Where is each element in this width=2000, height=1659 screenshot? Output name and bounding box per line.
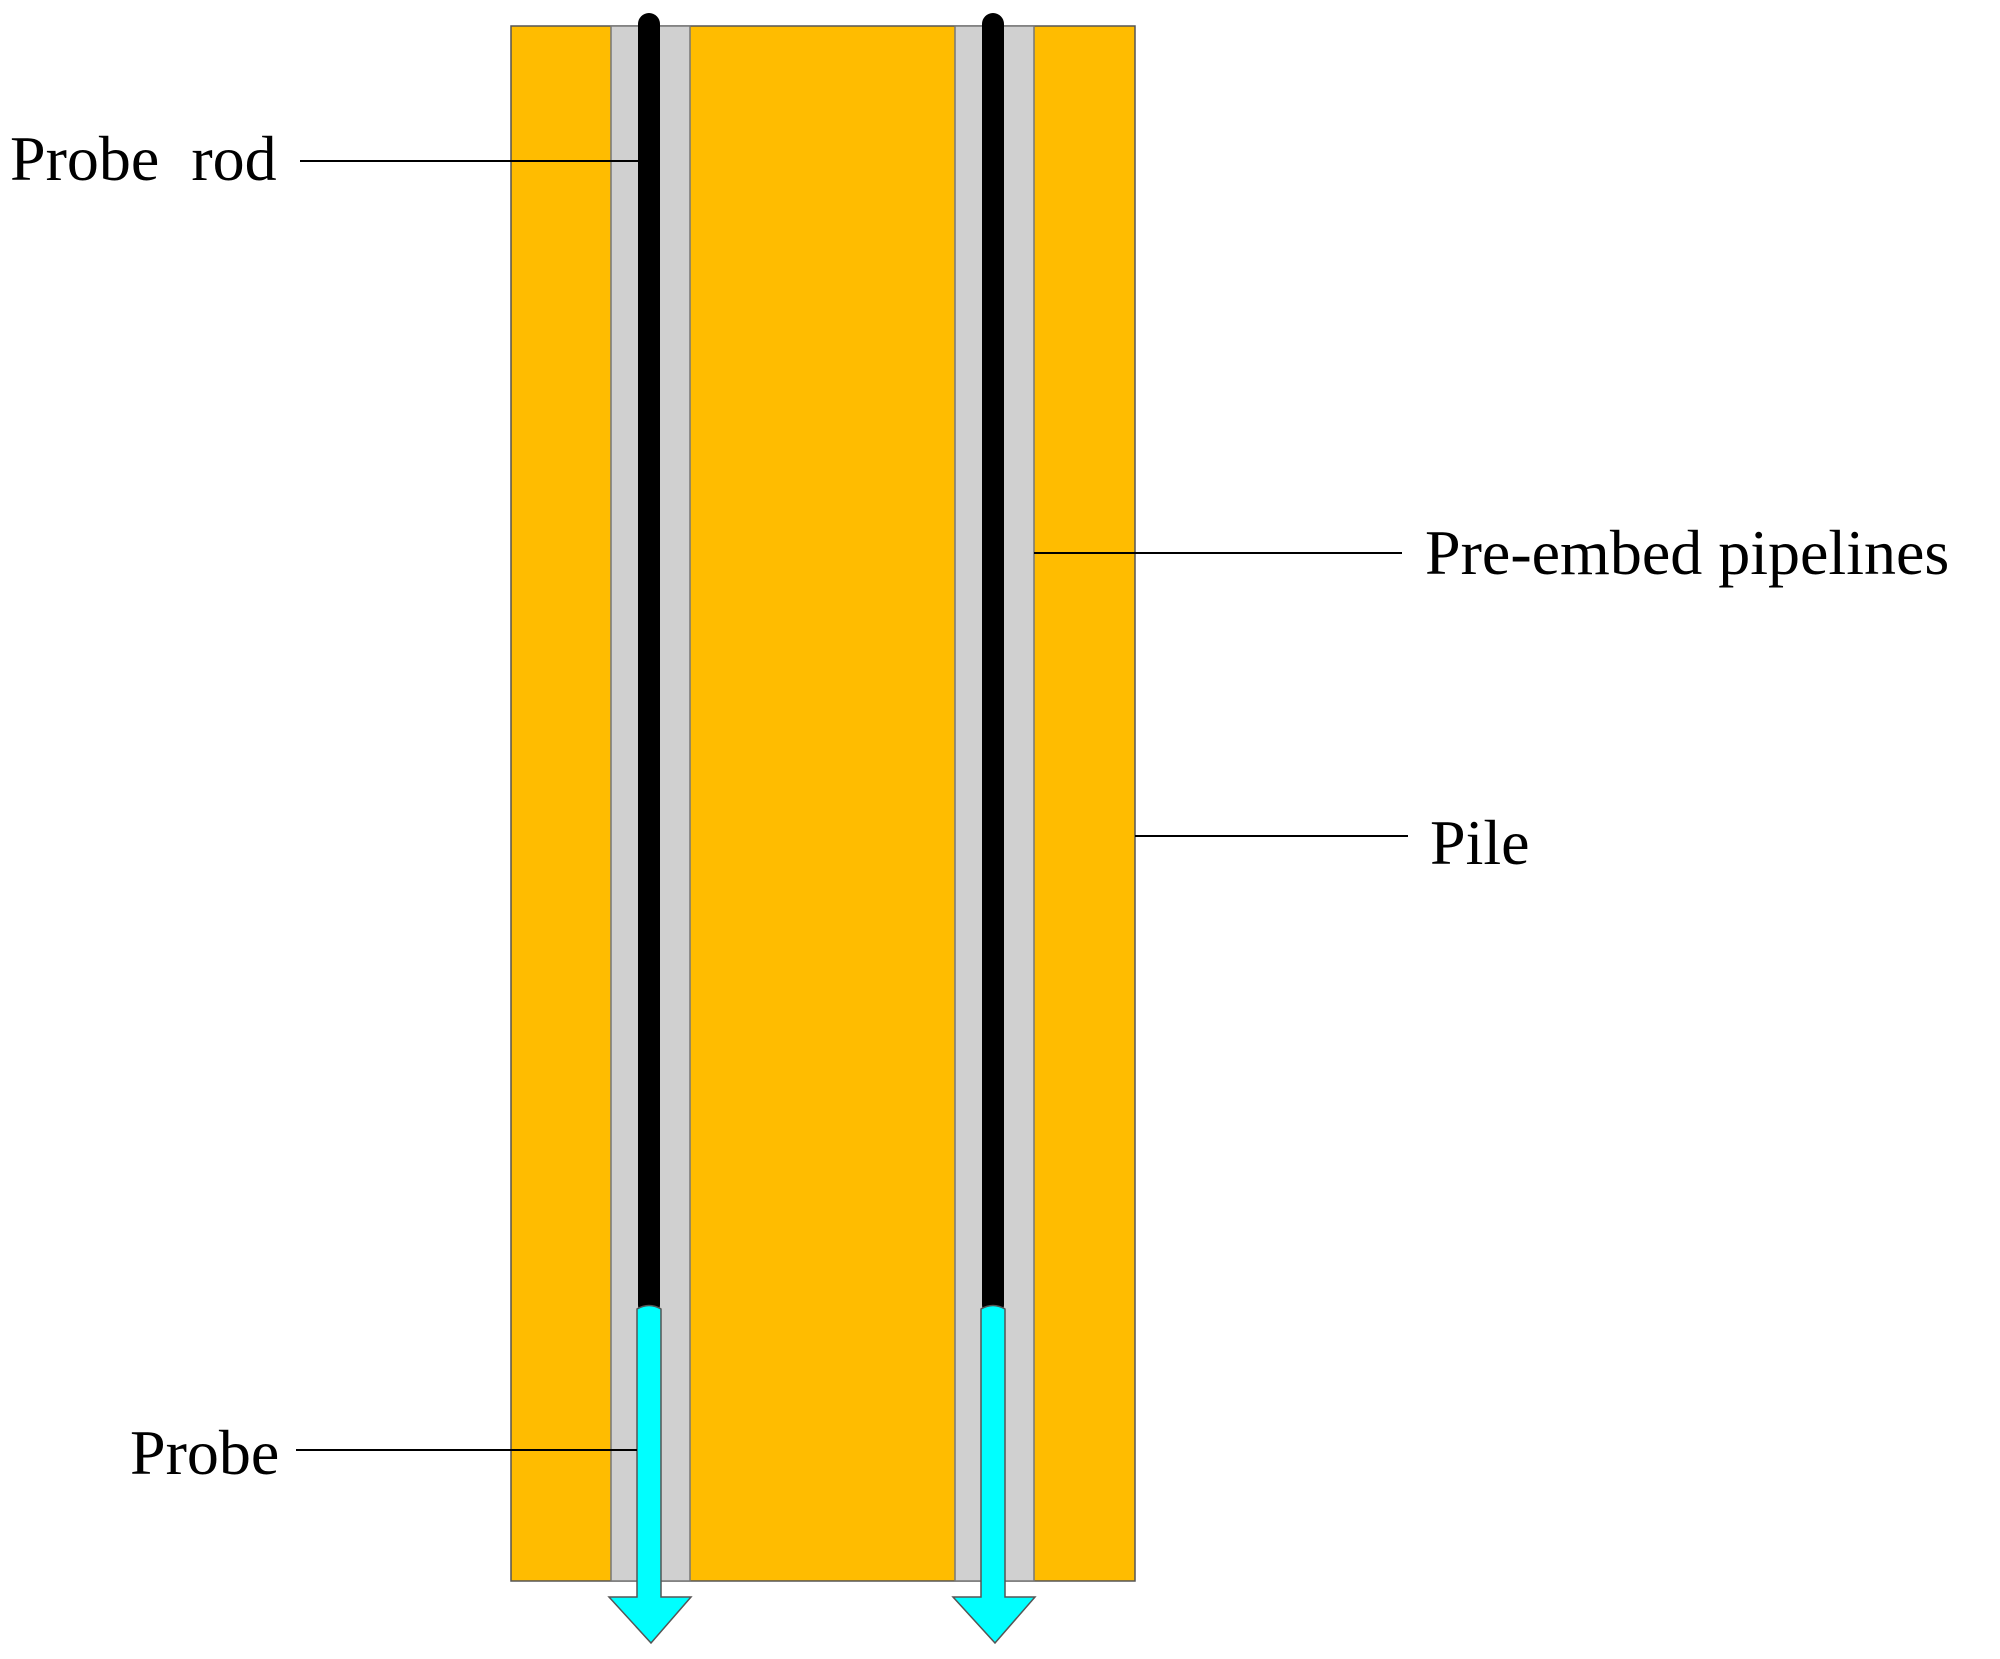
label-probe: Probe	[130, 1417, 279, 1488]
probe-right	[951, 1304, 1037, 1645]
label-probe-rod: Probe rod	[10, 123, 277, 194]
label-pile: Pile	[1430, 807, 1530, 878]
pile	[510, 25, 1136, 1582]
label-pre-embed-pipelines: Pre-embed pipelines	[1425, 517, 1949, 588]
probe-left	[607, 1304, 693, 1645]
